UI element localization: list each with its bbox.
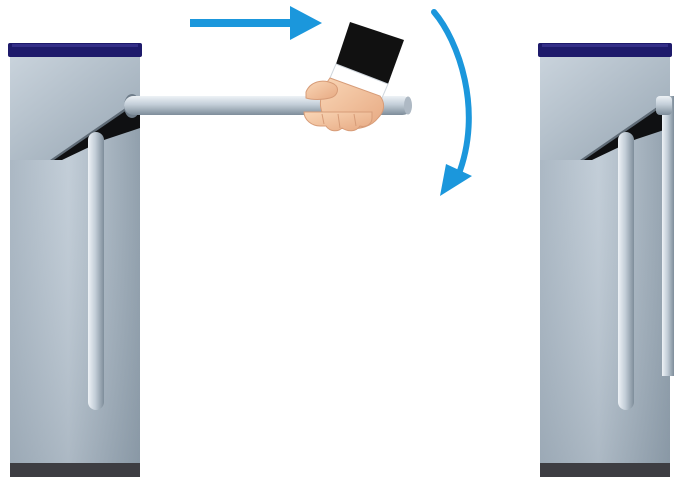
vertical-bar xyxy=(88,132,104,410)
vertical-bar xyxy=(618,132,634,410)
cuff xyxy=(329,63,389,99)
side-arm xyxy=(662,96,674,376)
housing-cap-shine xyxy=(542,44,668,47)
fingers xyxy=(303,111,373,132)
side-arm-cap xyxy=(656,96,672,115)
turnstile-left xyxy=(8,43,142,477)
angled-panel xyxy=(540,57,670,160)
sleeve xyxy=(336,22,404,84)
hub-edge xyxy=(50,98,140,160)
housing-base xyxy=(10,463,140,477)
finger-lines xyxy=(321,113,357,129)
thumb xyxy=(305,80,338,100)
push-arrow-right xyxy=(190,6,322,40)
housing-cap-shine xyxy=(12,44,138,47)
rotation-arrow-down xyxy=(431,9,472,196)
turnstile-right xyxy=(538,43,674,477)
hand-icon xyxy=(303,22,404,132)
angled-panel xyxy=(10,57,140,160)
hub-edge xyxy=(580,98,670,160)
housing-base xyxy=(540,463,670,477)
